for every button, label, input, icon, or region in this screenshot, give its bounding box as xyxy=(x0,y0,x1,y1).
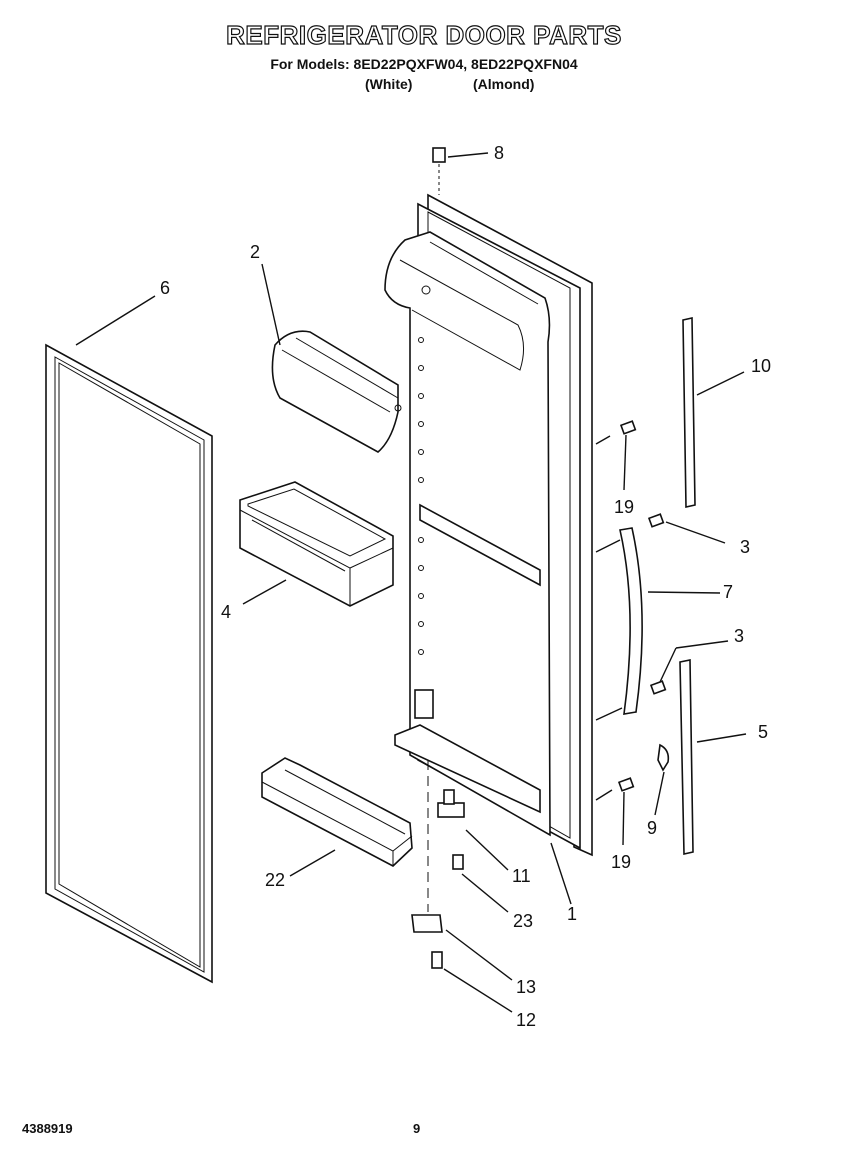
screw-part-3-upper xyxy=(647,513,665,528)
callout-2: 2 xyxy=(250,242,260,262)
page-title: REFRIGERATOR DOOR PARTS xyxy=(226,19,622,50)
bottom-bin-part-22 xyxy=(261,757,413,867)
trim-strip-part-10 xyxy=(682,317,696,508)
screw-part-23 xyxy=(452,854,464,870)
callout-19-lower: 19 xyxy=(611,852,631,872)
models-line: For Models: 8ED22PQXFW04, 8ED22PQXFN04 xyxy=(270,56,578,72)
callout-7: 7 xyxy=(723,582,733,602)
screw-part-19-upper xyxy=(619,420,637,435)
bracket-part-13 xyxy=(411,914,443,933)
variant-almond-label: (Almond) xyxy=(473,76,535,92)
door-handle-part-7 xyxy=(619,527,643,715)
door-bin-part-4 xyxy=(239,481,394,607)
shelf-cover-part-2 xyxy=(271,330,402,453)
callout-6: 6 xyxy=(160,278,170,298)
clip-part-9 xyxy=(657,743,670,772)
callout-5: 5 xyxy=(758,722,768,742)
callout-4: 4 xyxy=(221,602,231,622)
callout-3-lower: 3 xyxy=(734,626,744,646)
hinge-part-11 xyxy=(437,789,465,818)
callout-12: 12 xyxy=(516,1010,536,1030)
callout-11: 11 xyxy=(512,866,531,886)
screw-part-12 xyxy=(431,951,443,969)
callout-19-upper: 19 xyxy=(614,497,634,517)
door-gasket-part-6 xyxy=(45,343,213,984)
callout-1: 1 xyxy=(567,904,577,924)
callout-8: 8 xyxy=(494,143,504,163)
trim-strip-part-5 xyxy=(679,659,694,855)
screw-part-3-lower xyxy=(649,680,667,695)
callout-3-upper: 3 xyxy=(740,537,750,557)
callout-9: 9 xyxy=(647,818,657,838)
screw-part-19-lower xyxy=(617,777,635,792)
variant-white-label: (White) xyxy=(365,76,413,92)
door-part-1 xyxy=(384,193,593,857)
callout-10: 10 xyxy=(751,356,771,376)
page-number: 9 xyxy=(413,1121,421,1136)
callout-13: 13 xyxy=(516,977,536,997)
callout-23: 23 xyxy=(513,911,533,931)
leader-lines xyxy=(75,152,747,1013)
document-number: 4388919 xyxy=(22,1121,73,1136)
hinge-pin-part-8 xyxy=(432,147,446,195)
callout-22: 22 xyxy=(265,870,285,890)
